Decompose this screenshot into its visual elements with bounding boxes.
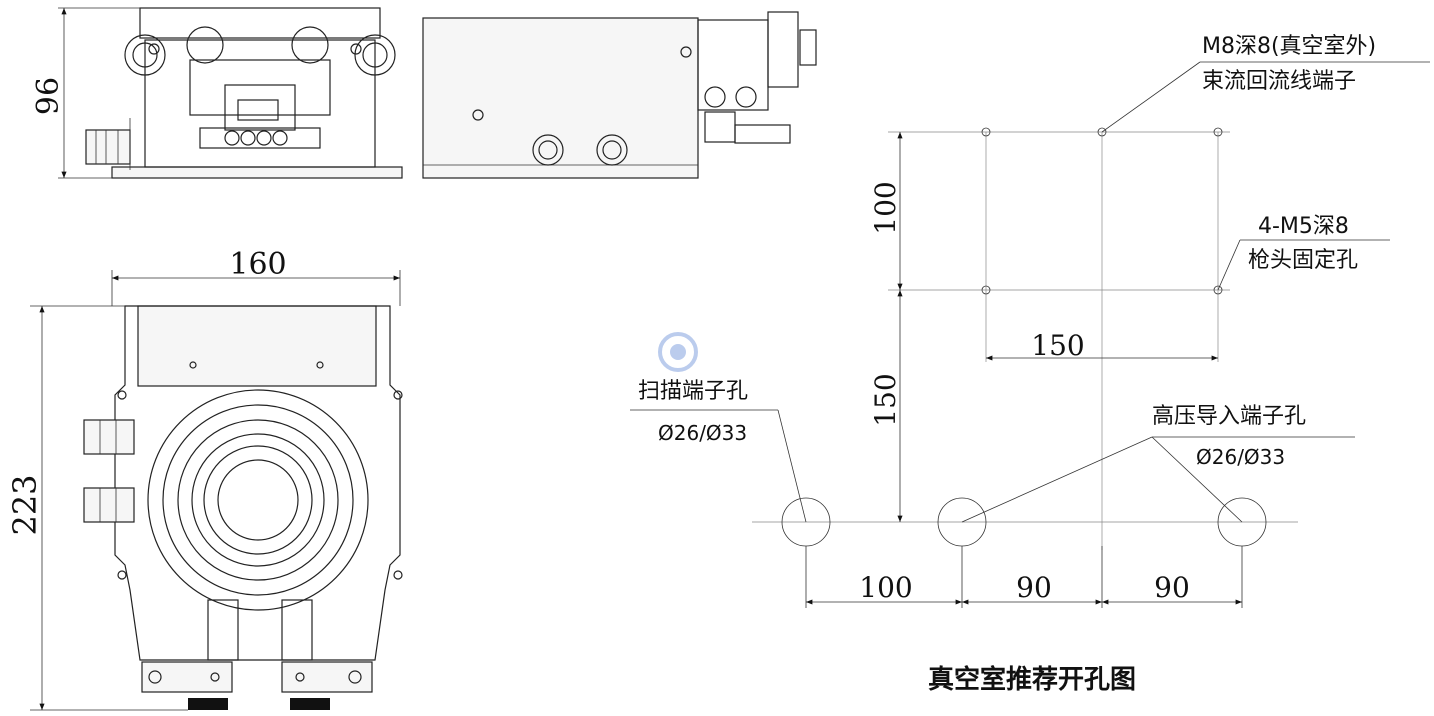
callout-top-line2: 束流回流线端子 <box>1202 69 1356 94</box>
dim-vertical-upper: 100 <box>869 181 902 234</box>
dim-bottom-c: 90 <box>1154 571 1190 604</box>
dim-top-height: 223 <box>6 474 44 535</box>
dim-front-height: 96 <box>31 77 66 115</box>
callout-top-line1: M8深8(真空室外) <box>1202 34 1376 59</box>
front-view: 96 <box>31 7 403 179</box>
hv-terminal-label: 高压导入端子孔 <box>1152 404 1306 429</box>
callout-right-line1: 4-M5深8 <box>1258 214 1349 239</box>
dim-top-width: 160 <box>229 247 286 282</box>
dim-horizontal-mid: 150 <box>1031 329 1084 362</box>
scan-terminal-diameter: Ø26/Ø33 <box>658 421 747 445</box>
side-view <box>422 11 817 179</box>
callout-right-line2: 枪头固定孔 <box>1248 248 1358 273</box>
scan-terminal-label: 扫描端子孔 <box>638 379 748 404</box>
top-view: 160 223 <box>6 247 403 711</box>
dim-bottom-a: 100 <box>859 571 912 604</box>
watermark-logo <box>658 332 698 372</box>
dim-bottom-b: 90 <box>1016 571 1052 604</box>
diagram-title: 真空室推荐开孔图 <box>928 664 1136 695</box>
hole-diagram: 100 150 150 100 90 90 M8深8(真空室外) 束流回流线端子… <box>630 34 1430 695</box>
dim-vertical-lower: 150 <box>869 373 902 426</box>
hv-terminal-diameter: Ø26/Ø33 <box>1196 445 1285 469</box>
